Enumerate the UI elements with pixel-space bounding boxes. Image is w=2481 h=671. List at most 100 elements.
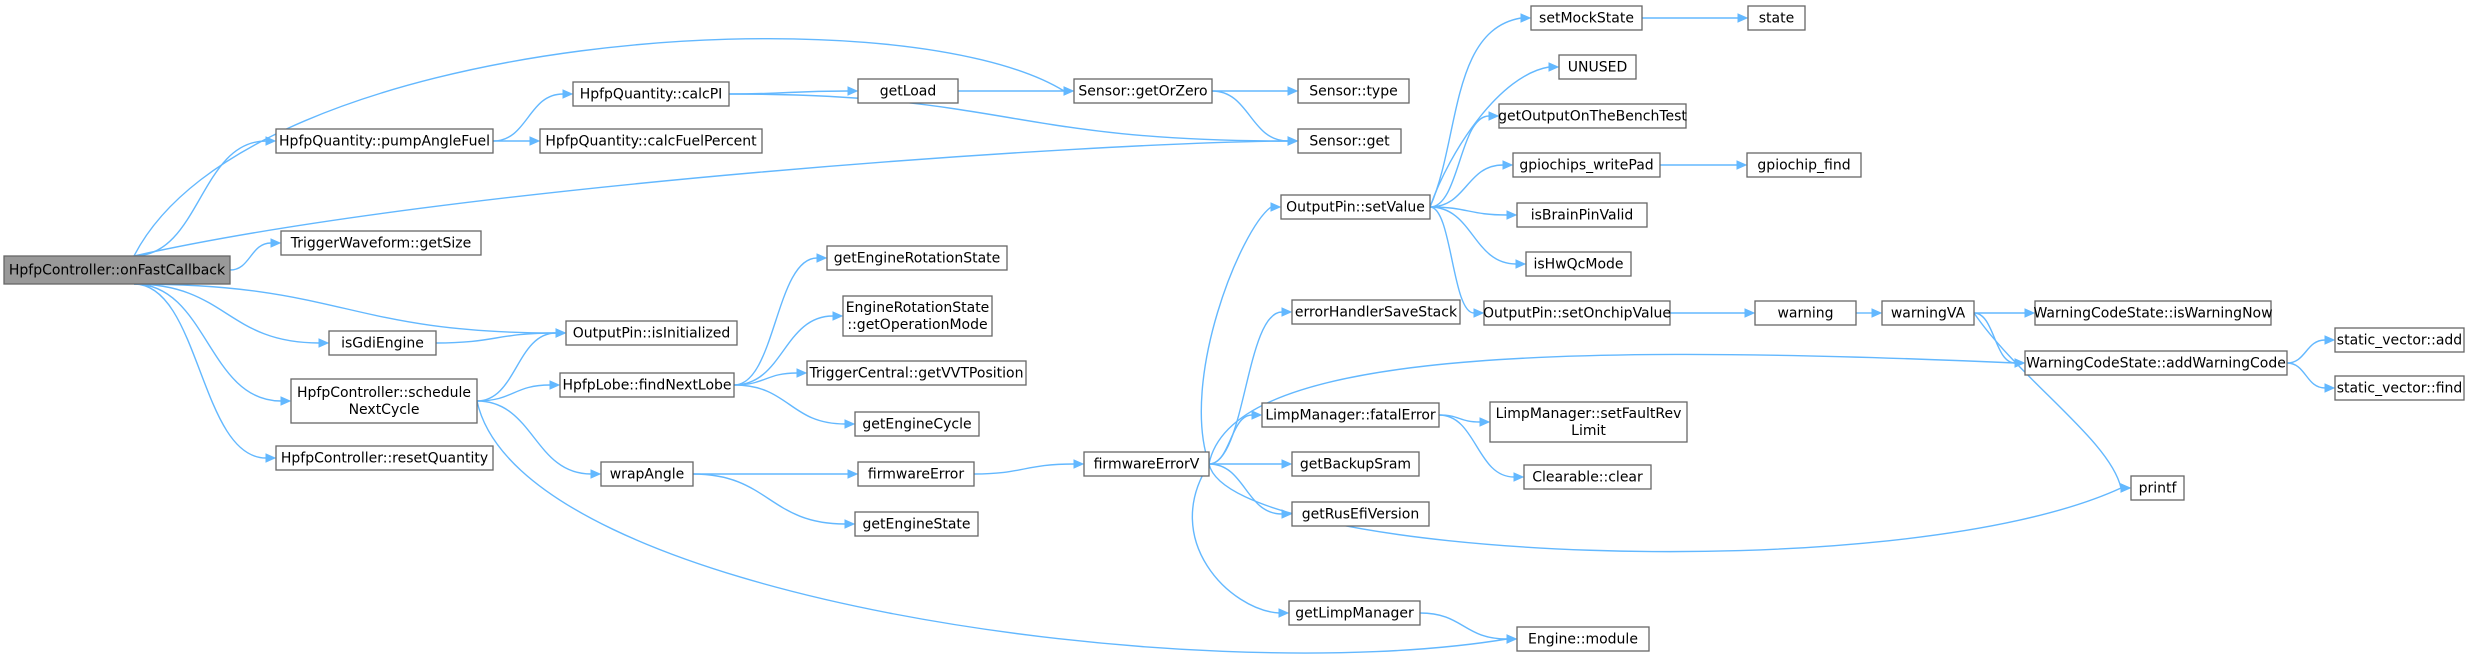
edge-set-value-to-set-onchip-value [1429,206,1485,318]
node-box [1498,103,1687,129]
node-is-warning-now[interactable]: WarningCodeState::isWarningNow [2033,300,2273,326]
node-box [572,81,730,107]
node-box [559,372,735,398]
edge-gpiochips-write-pad-to-gpiochip-find [1660,160,1748,170]
node-set-onchip-value[interactable]: OutputPin::setOnchipValue [1483,300,1671,326]
edge-on-fast-callback-to-get-size [229,238,282,271]
node-static-vector-add[interactable]: static_vector::add [2334,327,2465,353]
node-box [1291,299,1461,325]
node-label: OutputPin::setOnchipValue [1483,306,1671,322]
node-calc-fuel-percent[interactable]: HpfpQuantity::calcFuelPercent [539,128,763,154]
node-is-initialized[interactable]: OutputPin::isInitialized [565,320,738,346]
node-sensor-type[interactable]: Sensor::type [1297,78,1410,104]
node-label: WarningCodeState::addWarningCode [2026,356,2286,372]
node-get-engine-rotation-state[interactable]: getEngineRotationState [826,245,1008,271]
node-box [854,411,980,437]
node-fatal-error[interactable]: LimpManager::fatalError [1261,402,1440,428]
node-label: TriggerWaveform::getSize [290,236,472,252]
node-get-vvtposition[interactable]: TriggerCentral::getVVTPosition [806,360,1027,386]
node-label: HpfpController::schedule [297,385,471,401]
node-label: Clearable::clear [1532,470,1643,486]
node-set-value[interactable]: OutputPin::setValue [1280,194,1431,220]
node-label: Sensor::get [1309,134,1390,150]
node-get-size[interactable]: TriggerWaveform::getSize [280,230,482,256]
node-state[interactable]: state [1747,5,1806,31]
edge-line [1429,206,1508,216]
edge-wrap-angle-to-firmware-error [693,469,859,479]
node-label: OutputPin::isInitialized [573,326,731,342]
edge-line [133,283,557,334]
edge-line [1429,164,1504,208]
node-warning-va[interactable]: warningVA [1881,300,1975,326]
node-get-output-on-the-bench-test[interactable]: getOutputOnTheBenchTest [1498,103,1687,129]
node-label: Sensor::getOrZero [1078,84,1207,100]
node-label: isHwQcMode [1533,257,1623,273]
node-static-vector-find[interactable]: static_vector::find [2334,375,2465,401]
node-get-limp-manager[interactable]: getLimpManager [1288,600,1421,626]
node-box [1747,5,1806,31]
node-find-next-lobe[interactable]: HpfpLobe::findNextLobe [559,372,735,398]
node-get-backup-sram[interactable]: getBackupSram [1291,451,1420,477]
node-error-handler-save-stack[interactable]: errorHandlerSaveStack [1291,299,1461,325]
node-get-rus-efi-version[interactable]: getRusEfiVersion [1291,501,1430,527]
node-add-warning-code[interactable]: WarningCodeState::addWarningCode [2024,350,2288,376]
edge-set-value-to-get-output-on-the-bench-test [1429,111,1500,208]
node-firmware-error[interactable]: firmwareError [857,461,975,487]
node-firmware-error-v[interactable]: firmwareErrorV [1083,451,1210,477]
node-get-or-zero[interactable]: Sensor::getOrZero [1073,78,1213,104]
edge-line [1429,66,1550,208]
node-printf[interactable]: printf [2130,475,2185,501]
node-box [857,78,959,104]
node-label: HpfpQuantity::calcPI [580,87,723,103]
edge-line [476,332,557,402]
node-calc-pi[interactable]: HpfpQuantity::calcPI [572,81,730,107]
node-box [2334,327,2465,353]
node-get-load[interactable]: getLoad [857,78,959,104]
node-label: UNUSED [1568,60,1627,76]
edge-line [133,140,1289,257]
edge-line [1211,90,1289,142]
node-box [539,128,763,154]
node-engine-module[interactable]: Engine::module [1516,626,1650,652]
node-box [1288,600,1421,626]
node-get-engine-state[interactable]: getEngineState [854,511,979,537]
node-label: HpfpController::onFastCallback [9,263,226,279]
node-wrap-angle[interactable]: wrapAngle [600,461,694,487]
node-on-fast-callback[interactable]: HpfpController::onFastCallback [3,255,231,285]
node-label: gpiochips_writePad [1519,158,1653,174]
node-get-engine-cycle[interactable]: getEngineCycle [854,411,980,437]
node-gpiochip-find[interactable]: gpiochip_find [1746,152,1862,178]
node-unused[interactable]: UNUSED [1558,54,1637,80]
node-box [275,445,494,471]
arrowhead-icon [2024,308,2036,318]
node-clearable-clear[interactable]: Clearable::clear [1523,464,1652,490]
edge-line [1208,463,2122,553]
node-get-operation-mode[interactable]: EngineRotationState::getOperationMode [842,295,993,337]
node-set-mock-state[interactable]: setMockState [1530,5,1643,31]
node-gpiochips-write-pad[interactable]: gpiochips_writePad [1512,152,1661,178]
edge-get-or-zero-to-sensor-get [1211,90,1299,146]
arrowhead-icon [1063,86,1075,96]
edge-line [492,93,564,142]
node-box [1280,194,1431,220]
node-is-brain-pin-valid[interactable]: isBrainPinValid [1516,202,1648,228]
node-label: setMockState [1539,11,1634,27]
edge-warning-va-to-is-warning-now [1974,308,2036,318]
node-box [2024,350,2288,376]
arrowhead-icon [847,469,859,479]
node-box [2130,475,2185,501]
arrowhead-icon [1479,417,1491,427]
node-is-hw-qc-mode[interactable]: isHwQcMode [1525,251,1632,277]
node-is-gdi-engine[interactable]: isGdiEngine [328,330,437,356]
node-reset-quantity[interactable]: HpfpController::resetQuantity [275,445,494,471]
node-warning[interactable]: warning [1754,300,1857,326]
node-sensor-get[interactable]: Sensor::get [1297,128,1402,154]
node-pump-angle-fuel[interactable]: HpfpQuantity::pumpAngleFuel [275,128,494,154]
edge-set-value-to-is-brain-pin-valid [1429,206,1518,220]
node-box [1073,78,1213,104]
node-box [1525,251,1632,277]
edge-set-value-to-is-hw-qc-mode [1429,206,1527,269]
